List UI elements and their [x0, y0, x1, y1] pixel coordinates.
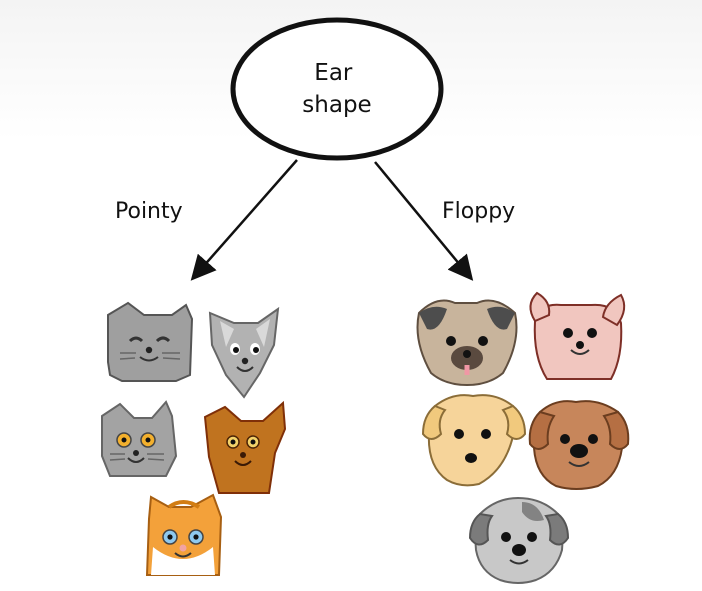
- root-node-label-line-1: Ear: [314, 60, 353, 86]
- gray-cat-pointed-face-icon: [208, 306, 280, 399]
- pointy-animals-group: [101, 301, 287, 576]
- brown-dog-icon: [528, 400, 630, 490]
- svg-text:Ear shape: Ear shape: [302, 60, 371, 118]
- root-node-ellipse: [230, 17, 444, 161]
- yellow-dog-icon: [421, 394, 527, 487]
- pug-dog-icon: [416, 299, 518, 387]
- gray-cat-orange-eyes-icon: [101, 400, 178, 477]
- root-node-label-line-2: shape: [302, 92, 371, 118]
- gray-dog-icon: [468, 496, 570, 584]
- right-branch-arrow: [374, 161, 474, 281]
- gray-cat-squinting-icon: [107, 301, 194, 382]
- left-branch-arrow: [190, 159, 298, 281]
- right-branch-label: Floppy: [442, 199, 516, 224]
- left-branch-label: Pointy: [115, 199, 183, 224]
- pink-dog-icon: [529, 291, 626, 380]
- brown-cat-icon: [203, 400, 287, 494]
- orange-white-cat-icon: [145, 493, 223, 576]
- floppy-animals-group: [416, 291, 630, 584]
